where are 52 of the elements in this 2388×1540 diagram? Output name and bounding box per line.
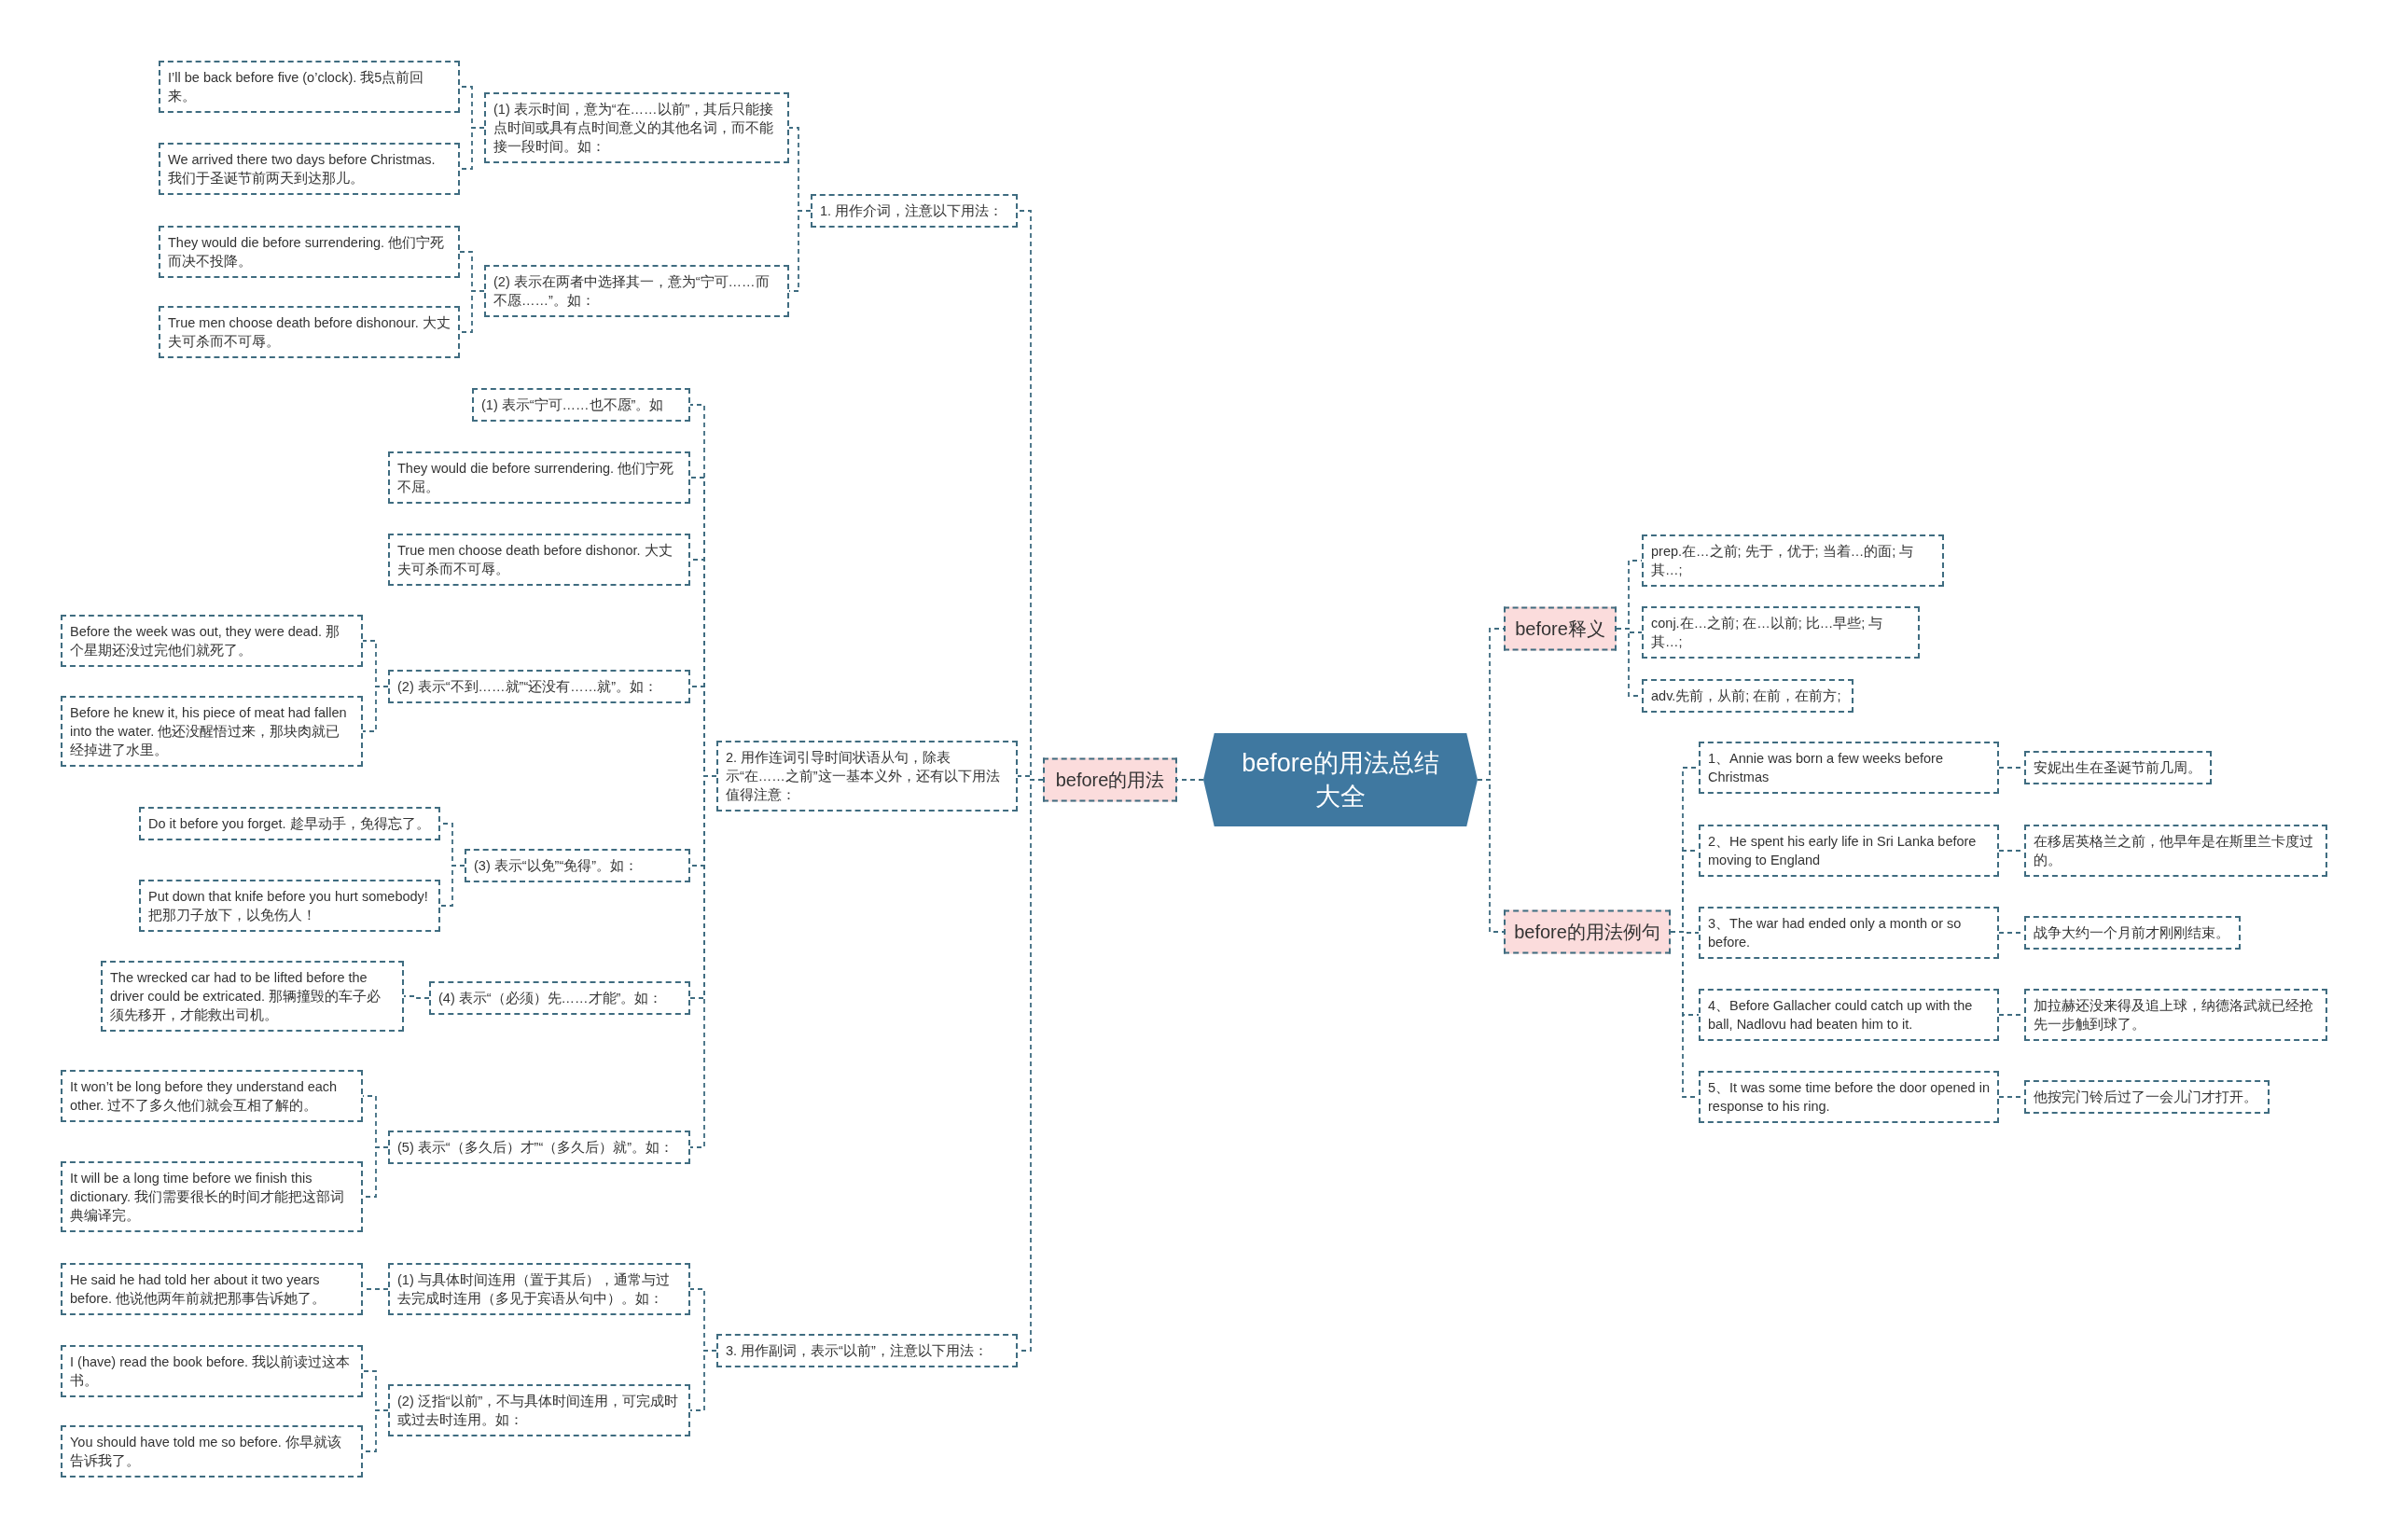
connector-line: [689, 1350, 717, 1411]
central-topic: before的用法总结大全: [1203, 733, 1478, 826]
note-box: 在移居英格兰之前，他早年是在斯里兰卡度过的。: [2024, 825, 2327, 877]
note-box: 5、It was some time before the door opened in response to his ring.: [1699, 1071, 1999, 1123]
note-box: 战争大约一个月前才刚刚结束。: [2024, 916, 2241, 950]
note-box: 4、Before Gallacher could catch up with the ball, Nadlovu had beaten him to it.: [1699, 989, 1999, 1041]
note-box: (4) 表示“（必须）先……才能”。如：: [429, 981, 690, 1015]
note-box: Do it before you forget. 趁早动手，免得忘了。: [139, 807, 440, 840]
note-box: prep.在…之前; 先于，优于; 当着…的面; 与其…;: [1642, 534, 1944, 587]
note-box: It won’t be long before they understand each other. 过不了多久他们就会互相了解的。: [61, 1070, 363, 1122]
note-box: 3. 用作副词，表示“以前”，注意以下用法：: [716, 1334, 1018, 1367]
note-box: The wrecked car had to be lifted before the driver could be extricated. 那辆撞毁的车子必须先移开，才能救出司机。: [101, 961, 404, 1032]
note-box: True men choose death before dishonor. 大丈夫可杀而不可辱。: [388, 534, 690, 586]
note-box: 2. 用作连词引导时间状语从句，除表示“在……之前”这一基本义外，还有以下用法值得注意：: [716, 741, 1018, 812]
connector-line: [459, 127, 485, 170]
note-box: Put down that knife before you hurt somebody! 把那刀子放下，以免伤人！: [139, 880, 440, 932]
note-box: Before he knew it, his piece of meat had fallen into the water. 他还没醒悟过来，那块肉就已经掉进了水里。: [61, 696, 363, 767]
note-box: They would die before surrendering. 他们宁死不屈。: [388, 451, 690, 504]
note-box: 1、Annie was born a few weeks before Christmas: [1699, 742, 1999, 794]
connector-line: [362, 686, 389, 732]
note-box: 他按完门铃后过了一会儿门才打开。: [2024, 1080, 2270, 1114]
connector-line: [403, 995, 430, 999]
note-box: We arrived there two days before Christmas. 我们于圣诞节前两天到达那儿。: [159, 143, 460, 195]
note-box: He said he had told her about it two years before. 他说他两年前就把那事告诉她了。: [61, 1263, 363, 1315]
branch-topic: before释义: [1504, 606, 1617, 651]
note-box: (2) 表示“不到……就”“还没有……就”。如：: [388, 670, 690, 703]
note-box: 1. 用作介词，注意以下用法：: [811, 194, 1018, 228]
note-box: (1) 表示“宁可……也不愿”。如: [472, 388, 690, 422]
note-box: I (have) read the book before. 我以前读过这本书。: [61, 1345, 363, 1397]
connector-line: [439, 865, 465, 907]
note-box: conj.在…之前; 在…以前; 比…早些; 与其…;: [1642, 606, 1920, 659]
note-box: You should have told me so before. 你早就该告诉我了。: [61, 1425, 363, 1478]
note-box: True men choose death before dishonour. 大丈夫可杀而不可辱。: [159, 306, 460, 358]
note-box: 加拉赫还没来得及追上球，纳德洛武就已经抢先一步触到球了。: [2024, 989, 2327, 1041]
note-box: They would die before surrendering. 他们宁死而决不投降。: [159, 226, 460, 278]
note-box: Before the week was out, they were dead. 那个星期还没过完他们就死了。: [61, 615, 363, 667]
note-box: I’ll be back before five (o’clock). 我5点前回来。: [159, 61, 460, 113]
branch-topic: before的用法例句: [1504, 909, 1671, 954]
note-box: (1) 与具体时间连用（置于其后），通常与过去完成时连用（多见于宾语从句中）。如：: [388, 1263, 690, 1315]
note-box: It will be a long time before we finish this dictionary. 我们需要很长的时间才能把这部词典编译完。: [61, 1161, 363, 1232]
note-box: (2) 表示在两者中选择其一，意为“宁可……而不愿……”。如：: [484, 265, 789, 317]
note-box: 3、The war had ended only a month or so before.: [1699, 907, 1999, 959]
note-box: (3) 表示“以免”“免得”。如：: [465, 849, 690, 882]
branch-topic: before的用法: [1043, 757, 1177, 802]
connector-line: [459, 290, 485, 333]
connector-line: [1477, 779, 1505, 933]
note-box: 安妮出生在圣诞节前几周。: [2024, 751, 2212, 784]
note-box: adv.先前，从前; 在前，在前方;: [1642, 679, 1853, 713]
note-box: (2) 泛指“以前”，不与具体时间连用，可完成时或过去时连用。如：: [388, 1384, 690, 1436]
note-box: (5) 表示“（多久后）才”“（多久后）就”。如：: [388, 1131, 690, 1164]
note-box: (1) 表示时间，意为“在……以前”，其后只能接点时间或具有点时间意义的其他名词，而不能接一段时间。如：: [484, 92, 789, 163]
note-box: 2、He spent his early life in Sri Lanka before moving to England: [1699, 825, 1999, 877]
